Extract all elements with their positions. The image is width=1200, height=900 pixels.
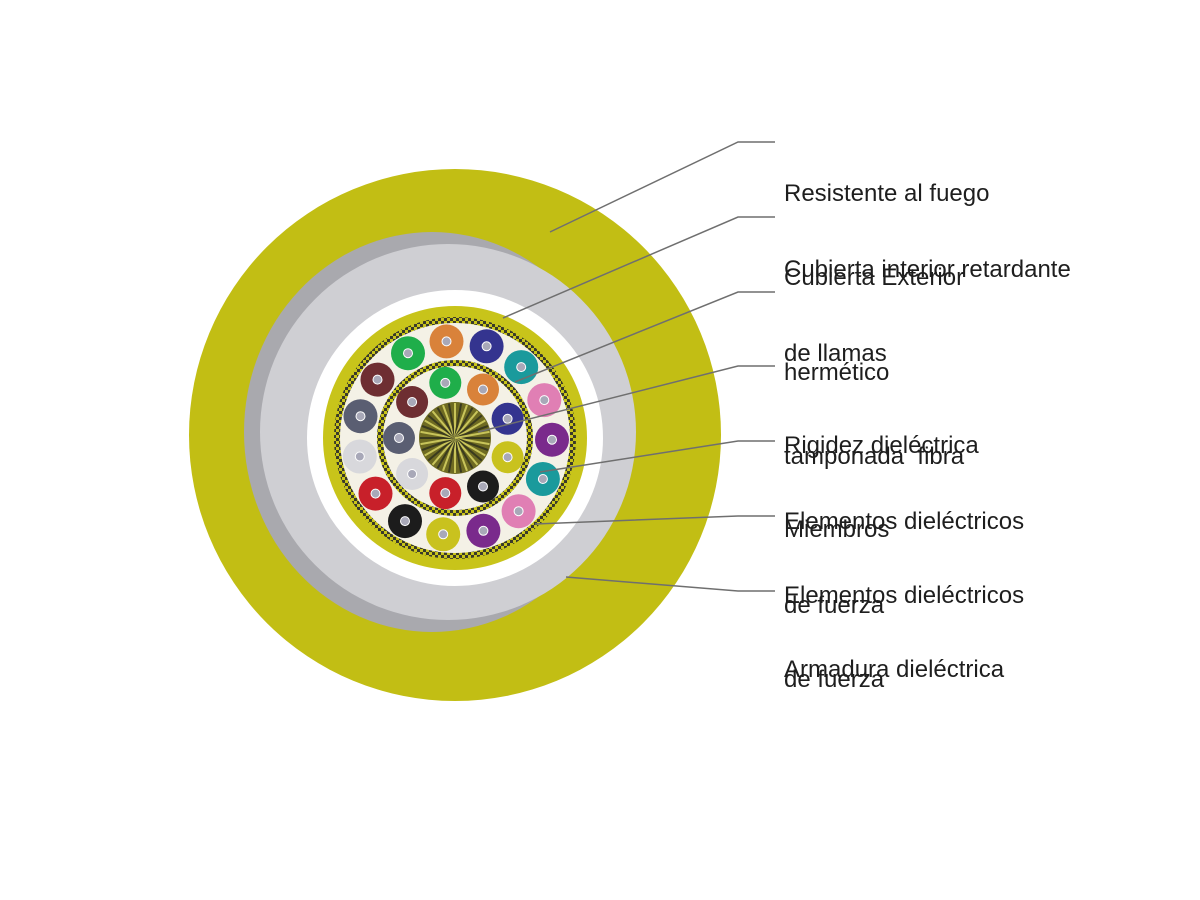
center-member-ray	[454, 419, 486, 439]
center-member-ray	[454, 437, 483, 462]
inner-fiber-core	[478, 481, 488, 492]
center-member-ray	[421, 425, 456, 439]
center-member-ray	[436, 407, 456, 439]
leader-line-strength-elements-1	[539, 440, 775, 473]
inner-fiber-core	[478, 384, 488, 395]
center-member-ray	[454, 437, 474, 469]
label-tight-buffered-fiber: hermético tamponada fibra	[784, 303, 964, 499]
center-member-ray	[454, 437, 486, 457]
leader-line-tight-buffered-fiber	[514, 291, 775, 383]
outer-fiber-core	[516, 362, 527, 373]
leader-line-dielectric-armor	[565, 576, 775, 592]
center-member-ray	[442, 404, 456, 439]
inner-fiber-core	[407, 469, 418, 479]
inner-fiber-core	[502, 413, 513, 424]
outer-fiber-core	[400, 516, 410, 527]
outer-fiber-core	[537, 474, 548, 484]
center-member-ray	[454, 414, 483, 439]
outer-fiber-core	[355, 411, 366, 422]
label-line: de fuerza	[784, 592, 885, 619]
center-member-ray	[447, 437, 456, 473]
inner-fiber-core	[440, 377, 451, 388]
center-member-ray	[427, 414, 456, 439]
label-line: Elementos dieléctricos	[784, 582, 1025, 609]
outer-fiber-core	[539, 395, 550, 406]
center-member-ray	[454, 403, 463, 439]
label-line: Miembros	[784, 516, 890, 543]
leader-line-inner-jacket	[502, 216, 775, 319]
inner-fiber-core	[440, 488, 451, 499]
outer-fiber-core	[513, 506, 524, 517]
label-line: Elementos dieléctricos	[784, 508, 1025, 535]
outer-fiber-core	[481, 341, 492, 352]
center-member-ray	[431, 437, 456, 466]
label-inner-jacket: Cubierta interior retardante de llamas	[784, 200, 1071, 396]
leader-line-dielectric-members	[477, 365, 775, 433]
center-member-ray	[442, 437, 456, 472]
central-member-rays	[420, 403, 490, 473]
outer-fiber-ring	[342, 324, 569, 552]
center-member-ray	[454, 437, 468, 472]
center-member-ray	[454, 437, 490, 446]
outer-fiber-core	[354, 451, 365, 462]
center-member-ray	[454, 410, 479, 439]
center-member-ray	[454, 437, 479, 466]
label-line: de fuerza	[784, 666, 885, 693]
label-line: Cubierta Exterior	[784, 264, 965, 291]
center-member-ray	[447, 403, 456, 439]
label-dielectric-members: Rigidez dieléctrica Miembros	[784, 376, 979, 572]
center-member-ray	[454, 407, 474, 439]
center-member-ray	[424, 419, 456, 439]
center-member-ray	[431, 410, 456, 439]
label-line: Armadura dieléctrica	[784, 656, 1005, 683]
center-member-ray	[454, 425, 489, 439]
center-member-ray	[420, 430, 456, 439]
center-member-ray	[424, 437, 456, 457]
label-line: Rigidez dieléctrica	[784, 432, 979, 459]
outer-fiber-core	[441, 336, 452, 347]
leader-line-outer-jacket	[549, 141, 775, 233]
label-strength-elements-2: Elementos dieléctricos de fuerza	[784, 526, 1024, 722]
inner-fiber-core	[502, 452, 513, 463]
inner-fiber-core	[394, 433, 404, 443]
label-dielectric-armor: Armadura dieléctrica	[784, 600, 1004, 712]
label-line: de llamas	[784, 340, 887, 367]
center-member-ray	[454, 404, 468, 439]
center-member-ray	[436, 437, 456, 469]
label-strength-elements-1: Elementos dieléctricos de fuerza	[784, 452, 1024, 648]
leader-line-strength-elements-2	[534, 515, 775, 525]
outer-fiber-core	[372, 374, 383, 385]
label-outer-jacket: Resistente al fuego Cubierta Exterior	[784, 124, 989, 320]
center-member-ray	[420, 437, 456, 446]
center-member-ray	[421, 437, 456, 451]
label-line: hermético	[784, 359, 890, 386]
label-line: tamponada fibra	[784, 443, 965, 470]
label-line: Resistente al fuego	[784, 180, 990, 207]
outer-fiber-core	[403, 348, 413, 359]
outer-fiber-core	[438, 529, 449, 540]
center-member-ray	[454, 430, 490, 439]
inner-fiber-ring	[383, 366, 524, 510]
label-line: Cubierta interior retardante	[784, 256, 1071, 283]
outer-fiber-core	[478, 525, 489, 536]
inner-fiber-core	[407, 397, 418, 407]
center-member-ray	[427, 437, 456, 462]
center-member-ray	[454, 437, 463, 473]
outer-fiber-core	[370, 488, 381, 499]
center-member-ray	[454, 437, 489, 451]
outer-fiber-core	[547, 434, 557, 445]
